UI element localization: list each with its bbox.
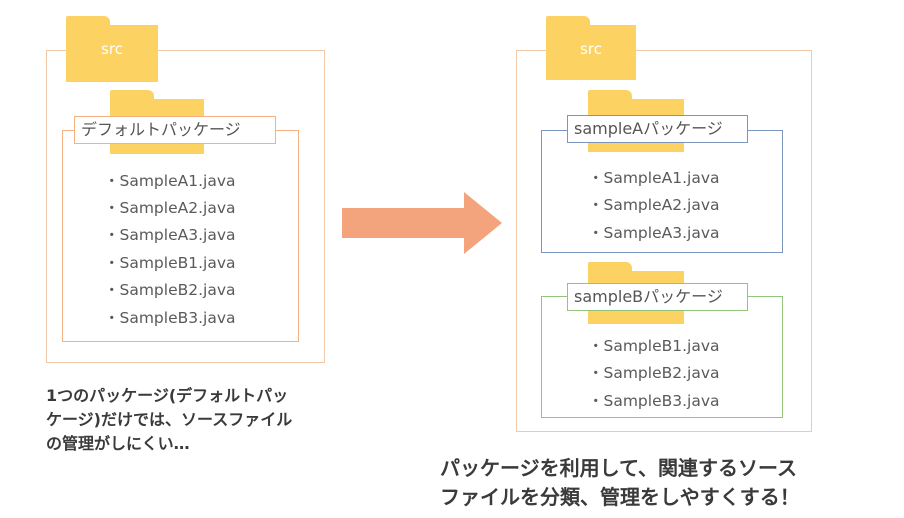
left-file-item: ・SampleA2.java	[104, 199, 236, 217]
left-src-folder-label: src	[101, 40, 123, 58]
left-default-package-label: デフォルトパッケージ	[74, 116, 276, 144]
right-caption-line: パッケージを利用して、関連するソース	[440, 456, 797, 480]
right-src-folder-icon: src	[546, 16, 636, 80]
right-arrow-icon	[342, 192, 502, 254]
left-file-item: ・SampleA1.java	[104, 172, 236, 190]
left-file-item: ・SampleB1.java	[104, 254, 236, 272]
sampleA-file-item: ・SampleA2.java	[588, 196, 720, 214]
sampleB-file-item: ・SampleB2.java	[588, 364, 720, 382]
left-file-item: ・SampleB2.java	[104, 281, 236, 299]
right-caption-line: ファイルを分類、管理をしやすくする！	[440, 485, 800, 509]
left-caption-line: ケージ)だけでは、ソースファイル	[46, 410, 293, 429]
right-src-container	[516, 50, 812, 432]
sampleB-file-item: ・SampleB1.java	[588, 337, 720, 355]
sampleB-file-item: ・SampleB3.java	[588, 392, 720, 410]
left-src-container	[46, 50, 325, 363]
left-file-item: ・SampleA3.java	[104, 226, 236, 244]
left-caption-line: 1つのパッケージ(デフォルトパッ	[46, 386, 289, 405]
left-caption-line: の管理がしにくい…	[46, 434, 190, 453]
left-src-folder-icon: src	[66, 16, 158, 82]
sampleA-file-item: ・SampleA3.java	[588, 224, 720, 242]
sampleB-package-label: sampleBパッケージ	[567, 283, 748, 311]
sampleA-package-label: sampleAパッケージ	[567, 115, 748, 143]
right-src-folder-label: src	[580, 40, 602, 58]
left-file-item: ・SampleB3.java	[104, 309, 236, 327]
sampleA-file-item: ・SampleA1.java	[588, 169, 720, 187]
